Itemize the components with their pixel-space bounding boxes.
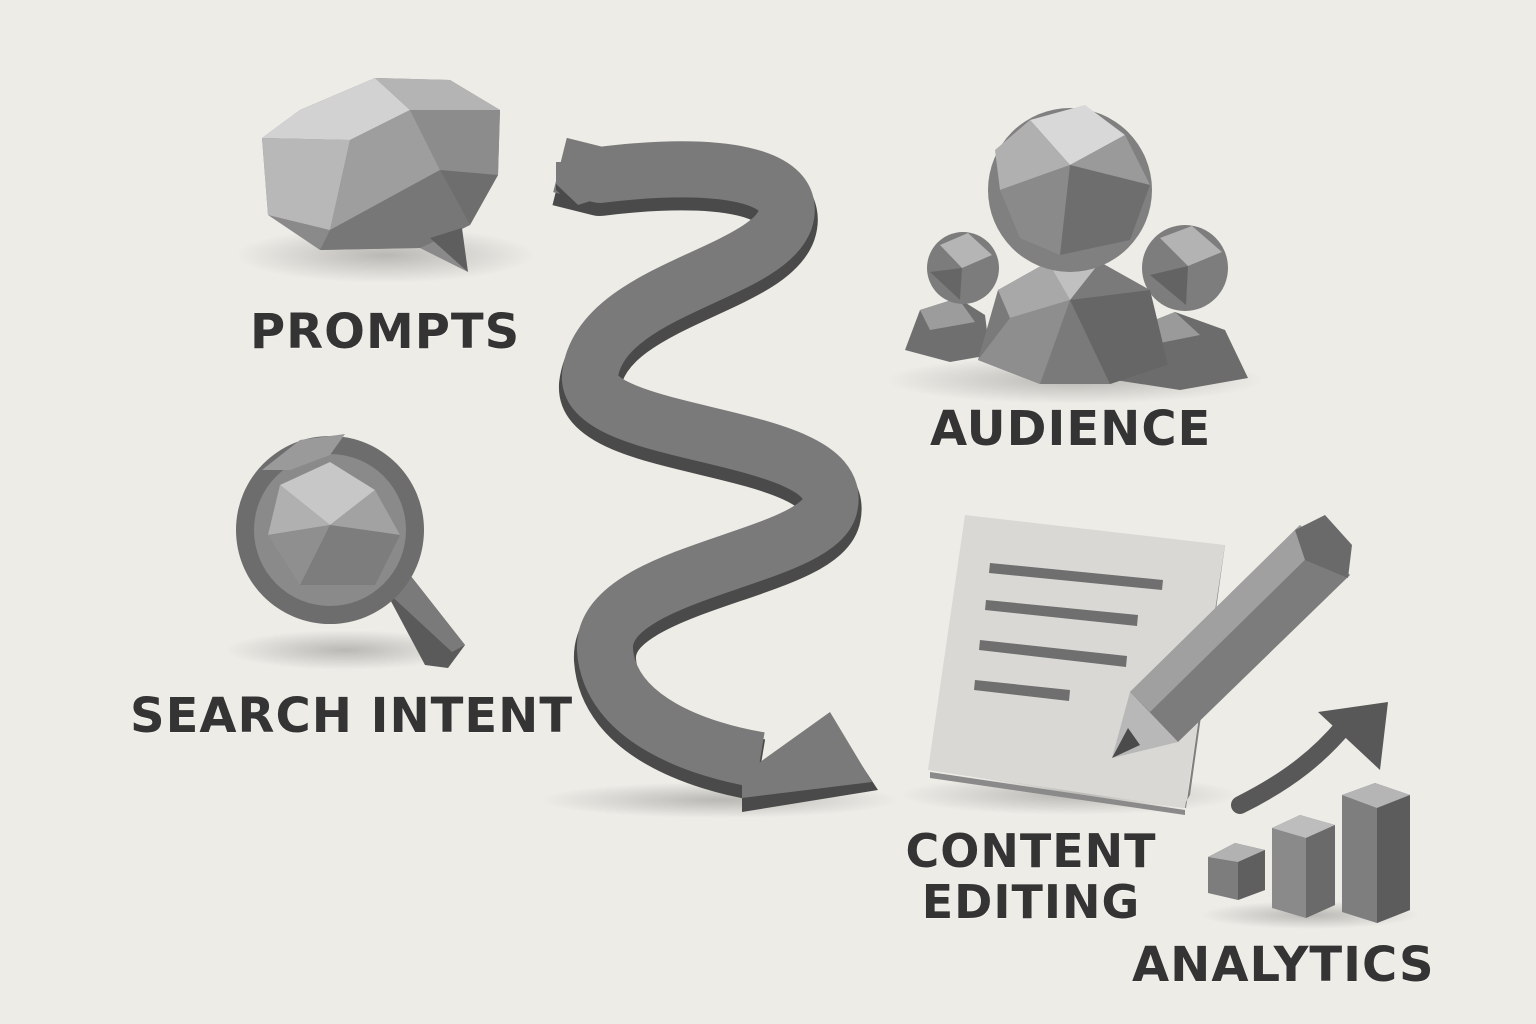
search-intent-label: SEARCH INTENT — [130, 688, 574, 744]
content-editing-label-line-2: EDITING — [921, 874, 1141, 929]
content-editing-label: CONTENT EDITING — [900, 826, 1162, 927]
people-group-icon — [885, 105, 1265, 404]
winding-arrow — [540, 137, 900, 818]
document-lines — [974, 563, 1163, 701]
document-pencil-icon — [900, 515, 1352, 815]
speech-bubble-icon — [235, 78, 535, 283]
audience-label: AUDIENCE — [930, 401, 1212, 457]
magnifying-glass-icon — [225, 434, 465, 670]
analytics-label: ANALYTICS — [1132, 937, 1435, 993]
prompts-label: PROMPTS — [250, 304, 521, 360]
content-editing-label-line-1: CONTENT — [905, 824, 1157, 878]
growth-bar-chart-icon — [1200, 702, 1420, 929]
